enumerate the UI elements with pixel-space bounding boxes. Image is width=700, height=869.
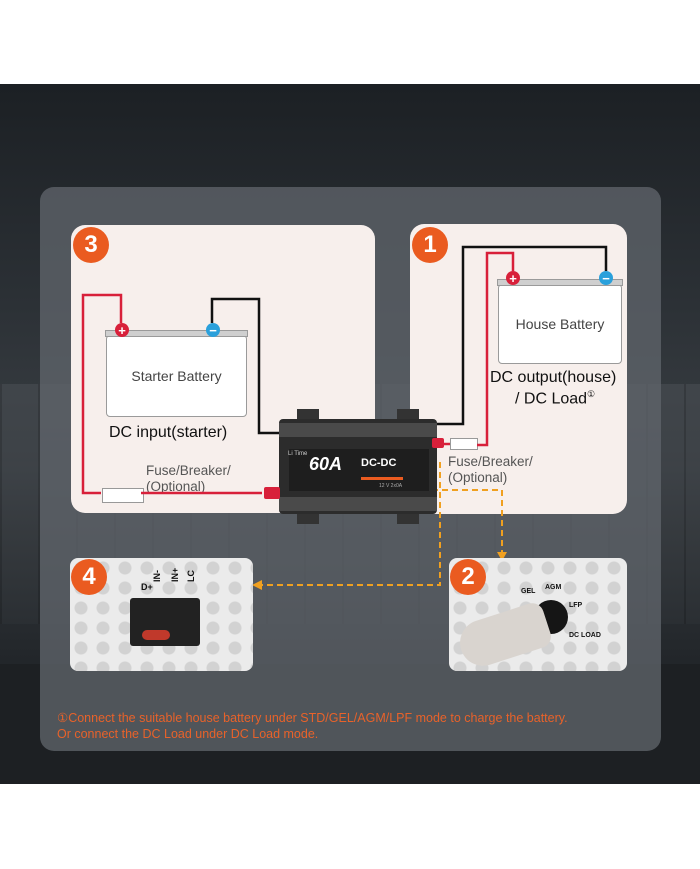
charger-subtext: 12 V 2x0A xyxy=(379,483,403,489)
step-4-badge: 4 xyxy=(71,559,107,595)
charger-brand: Li Time xyxy=(288,451,308,457)
starter-battery: Starter Battery xyxy=(105,330,248,417)
starter-negative-wire xyxy=(210,297,282,435)
knob-label-agm: AGM xyxy=(545,584,562,591)
dc-output-footnote-mark: ① xyxy=(587,389,596,399)
footnote-line-2: Or connect the DC Load under DC Load mod… xyxy=(57,727,319,741)
starter-negative-terminal: − xyxy=(206,323,220,337)
footnote: ①Connect the suitable house battery unde… xyxy=(57,710,568,742)
charger-mount-br xyxy=(397,514,419,524)
house-negative-wire xyxy=(436,245,608,426)
card-step-2: GEL AGM LFP DC LOAD 2 xyxy=(449,558,627,671)
charger-mount-tr xyxy=(397,409,419,419)
charger-fin-top xyxy=(279,423,437,437)
terminal-label-d-plus-text: D+ xyxy=(141,582,153,592)
step-1-badge: 1 xyxy=(412,227,448,263)
charger-output-positive-terminal xyxy=(432,438,444,448)
dc-dc-charger: Li Time 60A DC-DC 12 V 2x0A xyxy=(279,409,437,524)
charger-model: DC-DC xyxy=(361,457,397,469)
step-2-badge: 2 xyxy=(450,559,486,595)
charger-fin-bottom xyxy=(279,497,437,511)
starter-fuse-label-2: (Optional) xyxy=(146,479,206,494)
knob-label-lfp: LFP xyxy=(569,602,583,609)
terminal-label-in-minus: IN- xyxy=(152,570,162,582)
knob-label-gel: GEL xyxy=(521,588,536,595)
house-negative-terminal: − xyxy=(599,271,613,285)
arrow-head-step-4 xyxy=(252,580,262,590)
house-fuse-label-2: (Optional) xyxy=(448,470,508,485)
house-battery: House Battery xyxy=(497,279,623,364)
house-positive-wire xyxy=(477,251,515,447)
house-battery-top xyxy=(497,279,623,286)
charger-face xyxy=(289,449,429,491)
starter-positive-terminal: + xyxy=(115,323,129,337)
starter-battery-top xyxy=(105,330,248,337)
charger-rating: 60A xyxy=(309,454,343,474)
charger-input-positive-terminal xyxy=(264,487,280,499)
starter-positive-wire xyxy=(81,293,123,495)
card-step-4: IN- IN+ LC 4 xyxy=(70,558,253,671)
house-positive-terminal: + xyxy=(506,271,520,285)
knob-label-dc-load: DC LOAD xyxy=(569,632,601,639)
card-step-1: 1 House Battery + − DC output(house) / D… xyxy=(410,224,627,514)
dc-input-label: DC input(starter) xyxy=(109,424,228,441)
arrow-head-step-2 xyxy=(497,552,507,561)
terminal-label-lc: LC xyxy=(186,570,196,582)
charger-mount-bl xyxy=(297,514,319,524)
starter-battery-label: Starter Battery xyxy=(131,368,222,384)
charger-mount-tl xyxy=(297,409,319,419)
dc-output-label-2-text: / DC Load xyxy=(515,390,588,408)
arrow-to-step-2 xyxy=(432,489,503,554)
starter-fuse xyxy=(102,488,144,503)
house-battery-label: House Battery xyxy=(515,316,605,332)
arrow-to-step-4 xyxy=(258,462,441,586)
charger-body-svg xyxy=(279,409,437,524)
charger-accent-bar xyxy=(361,477,403,480)
dc-output-label-2: / DC Load① xyxy=(515,389,595,408)
house-fuse-label-1: Fuse/Breaker/ xyxy=(448,454,533,469)
step-3-badge: 3 xyxy=(73,227,109,263)
starter-fuse-label-1: Fuse/Breaker/ xyxy=(146,463,231,478)
dc-output-label-1: DC output(house) xyxy=(490,369,617,386)
terminal-wire xyxy=(142,630,170,640)
terminal-label-in-plus: IN+ xyxy=(170,567,180,582)
footnote-line-1: ①Connect the suitable house battery unde… xyxy=(57,711,568,725)
